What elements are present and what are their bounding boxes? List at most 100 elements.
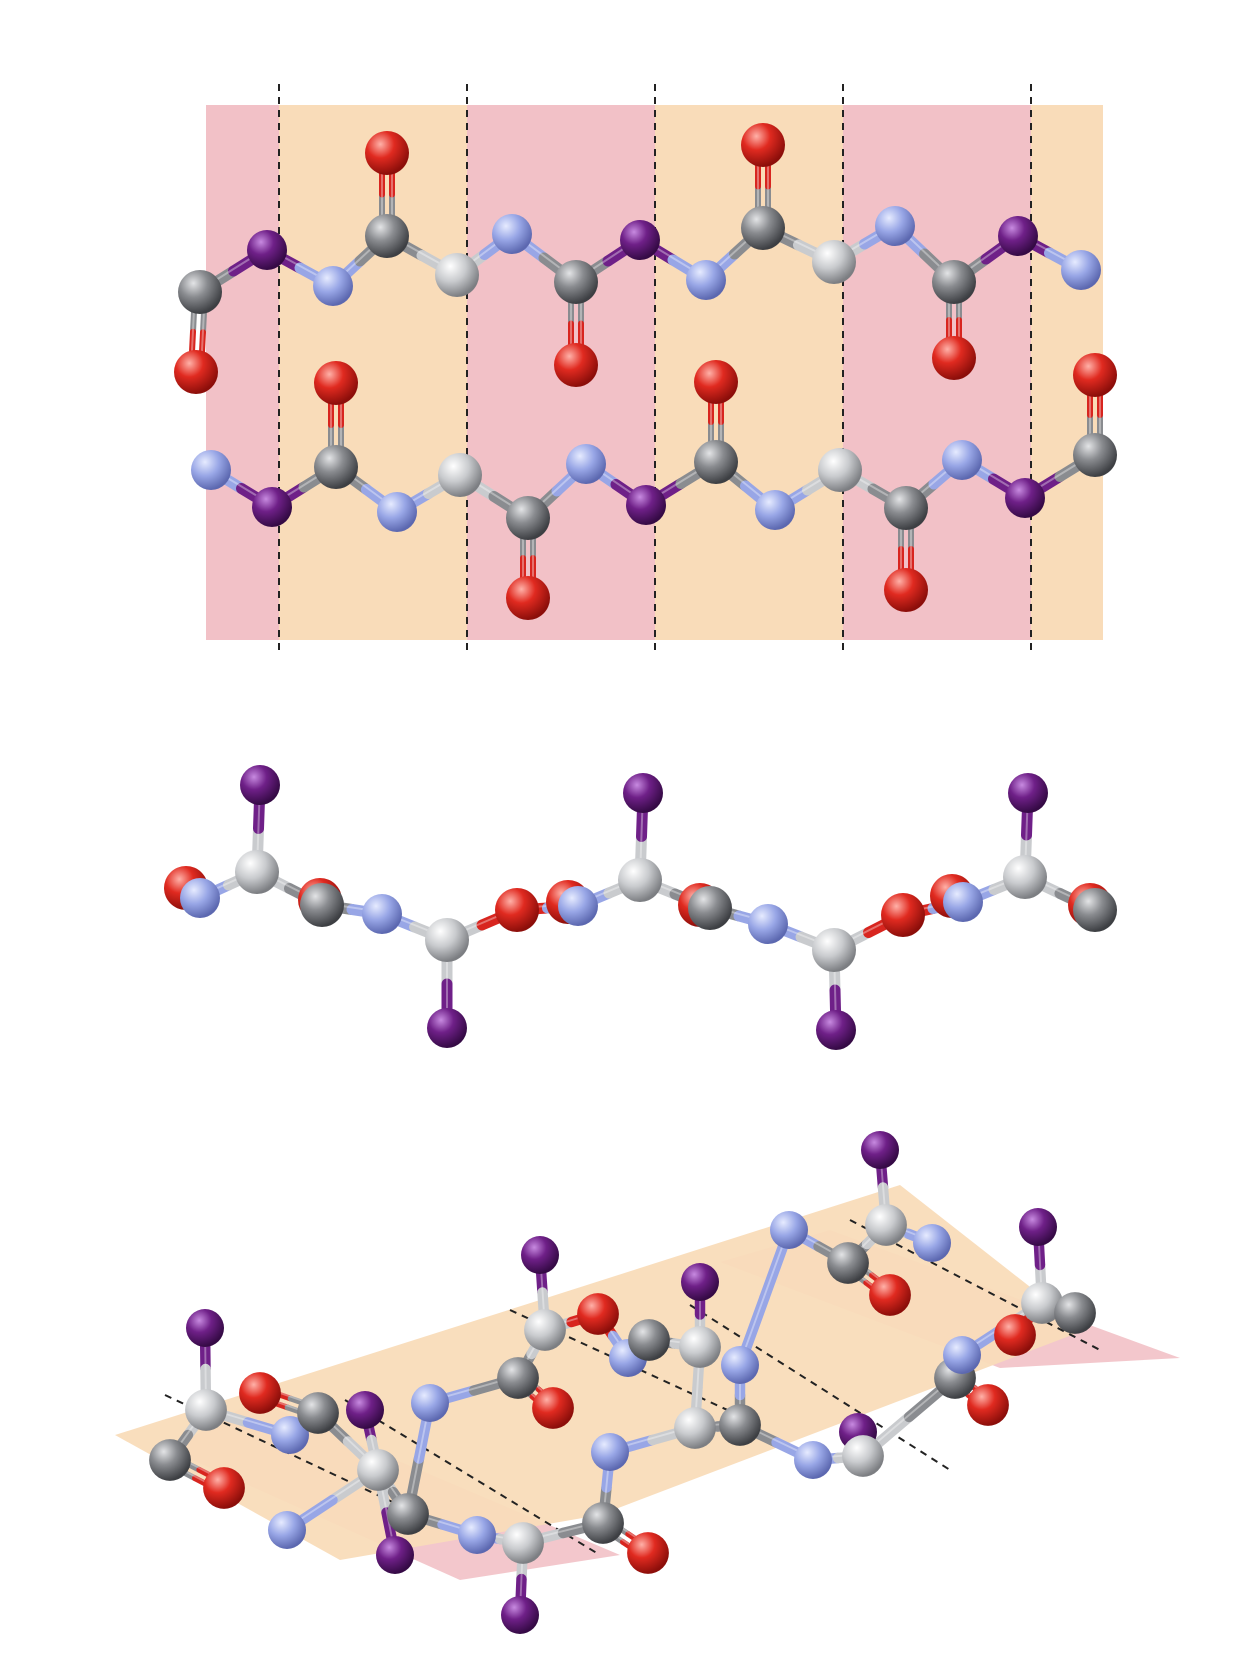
- nitrogen-atom: [721, 1346, 759, 1384]
- oxygen-atom: [627, 1532, 669, 1574]
- iodine-atom: [1008, 773, 1048, 813]
- nitrogen-atom: [458, 1516, 496, 1554]
- carbon-atom: [235, 850, 279, 894]
- iodine-atom: [998, 216, 1038, 256]
- carbon-atom: [884, 486, 928, 530]
- oxygen-atom: [365, 131, 409, 175]
- carbon-atom: [628, 1319, 670, 1361]
- peach-band: [655, 105, 843, 640]
- iodine-atom: [623, 773, 663, 813]
- iodine-atom: [521, 1236, 559, 1274]
- perspective-view-panel: [115, 1131, 1180, 1634]
- iodine-atom: [247, 230, 287, 270]
- side-molecule-chain: [164, 765, 1117, 1050]
- nitrogen-atom: [755, 490, 795, 530]
- oxygen-atom: [967, 1384, 1009, 1426]
- iodine-atom: [861, 1131, 899, 1169]
- carbon-atom: [818, 448, 862, 492]
- nitrogen-atom: [686, 260, 726, 300]
- carbon-atom: [297, 1392, 339, 1434]
- carbon-atom: [827, 1242, 869, 1284]
- nitrogen-atom: [794, 1441, 832, 1479]
- nitrogen-atom: [362, 894, 402, 934]
- nitrogen-atom: [943, 882, 983, 922]
- iodine-atom: [626, 485, 666, 525]
- carbon-atom: [842, 1435, 884, 1477]
- oxygen-atom: [554, 343, 598, 387]
- nitrogen-atom: [180, 878, 220, 918]
- carbon-atom: [425, 918, 469, 962]
- carbon-atom: [506, 496, 550, 540]
- nitrogen-atom: [313, 266, 353, 306]
- iodine-atom: [1005, 478, 1045, 518]
- iodine-atom: [346, 1391, 384, 1429]
- carbon-atom: [1003, 855, 1047, 899]
- oxygen-atom: [741, 123, 785, 167]
- carbon-atom: [524, 1309, 566, 1351]
- oxygen-atom: [869, 1274, 911, 1316]
- carbon-atom: [1021, 1282, 1063, 1324]
- iodine-atom: [1019, 1208, 1057, 1246]
- oxygen-atom: [577, 1293, 619, 1335]
- carbon-atom: [741, 206, 785, 250]
- bond-highlight: [739, 1227, 790, 1365]
- carbon-atom: [314, 445, 358, 489]
- top-view-panel: [174, 84, 1117, 655]
- oxygen-atom: [239, 1372, 281, 1414]
- carbon-atom: [178, 270, 222, 314]
- oxygen-atom: [314, 361, 358, 405]
- nitrogen-atom: [377, 492, 417, 532]
- nitrogen-atom: [591, 1433, 629, 1471]
- pink-band: [843, 105, 1031, 640]
- nitrogen-atom: [558, 886, 598, 926]
- oxygen-atom: [932, 336, 976, 380]
- perspective-molecule-chains: [149, 1131, 1096, 1634]
- oxygen-atom: [203, 1467, 245, 1509]
- carbon-atom: [812, 928, 856, 972]
- iodine-atom: [186, 1309, 224, 1347]
- atoms: [164, 765, 1117, 1050]
- iodine-atom: [252, 487, 292, 527]
- dashed-dividers: [278, 84, 1032, 655]
- carbon-atom: [865, 1204, 907, 1246]
- nitrogen-atom: [271, 1416, 309, 1454]
- dashed-divider: [849, 1219, 1101, 1351]
- atoms: [149, 1131, 1096, 1634]
- peach-band: [279, 105, 467, 640]
- carbon-atom: [502, 1522, 544, 1564]
- carbon-atom: [1054, 1292, 1096, 1334]
- carbon-atom: [435, 253, 479, 297]
- side-view-panel: [164, 765, 1117, 1050]
- carbon-atom: [497, 1357, 539, 1399]
- atoms: [174, 123, 1117, 620]
- carbon-atom: [387, 1493, 429, 1535]
- oxygen-atom: [881, 893, 925, 937]
- carbon-atom: [1073, 433, 1117, 477]
- iodine-atom: [620, 220, 660, 260]
- carbon-atom: [357, 1449, 399, 1491]
- carbon-atom: [674, 1407, 716, 1449]
- carbon-atom: [719, 1404, 761, 1446]
- nitrogen-atom: [875, 206, 915, 246]
- oxygen-atom: [506, 576, 550, 620]
- oxygen-atom: [1073, 353, 1117, 397]
- carbon-atom: [618, 858, 662, 902]
- nitrogen-atom: [268, 1511, 306, 1549]
- pink-band: [206, 105, 279, 640]
- top-molecule-chains: [174, 123, 1117, 620]
- oxygen-atom: [174, 350, 218, 394]
- oxygen-atom: [694, 360, 738, 404]
- carbon-atom: [932, 260, 976, 304]
- carbon-atom: [694, 440, 738, 484]
- iodine-atom: [501, 1596, 539, 1634]
- carbon-atom: [438, 453, 482, 497]
- iodine-atom: [376, 1536, 414, 1574]
- carbon-atom: [300, 883, 344, 927]
- carbon-atom: [185, 1389, 227, 1431]
- nitrogen-atom: [942, 440, 982, 480]
- nitrogen-atom: [191, 450, 231, 490]
- oxygen-atom: [994, 1314, 1036, 1356]
- nitrogen-atom: [913, 1224, 951, 1262]
- oxygen-atom: [532, 1387, 574, 1429]
